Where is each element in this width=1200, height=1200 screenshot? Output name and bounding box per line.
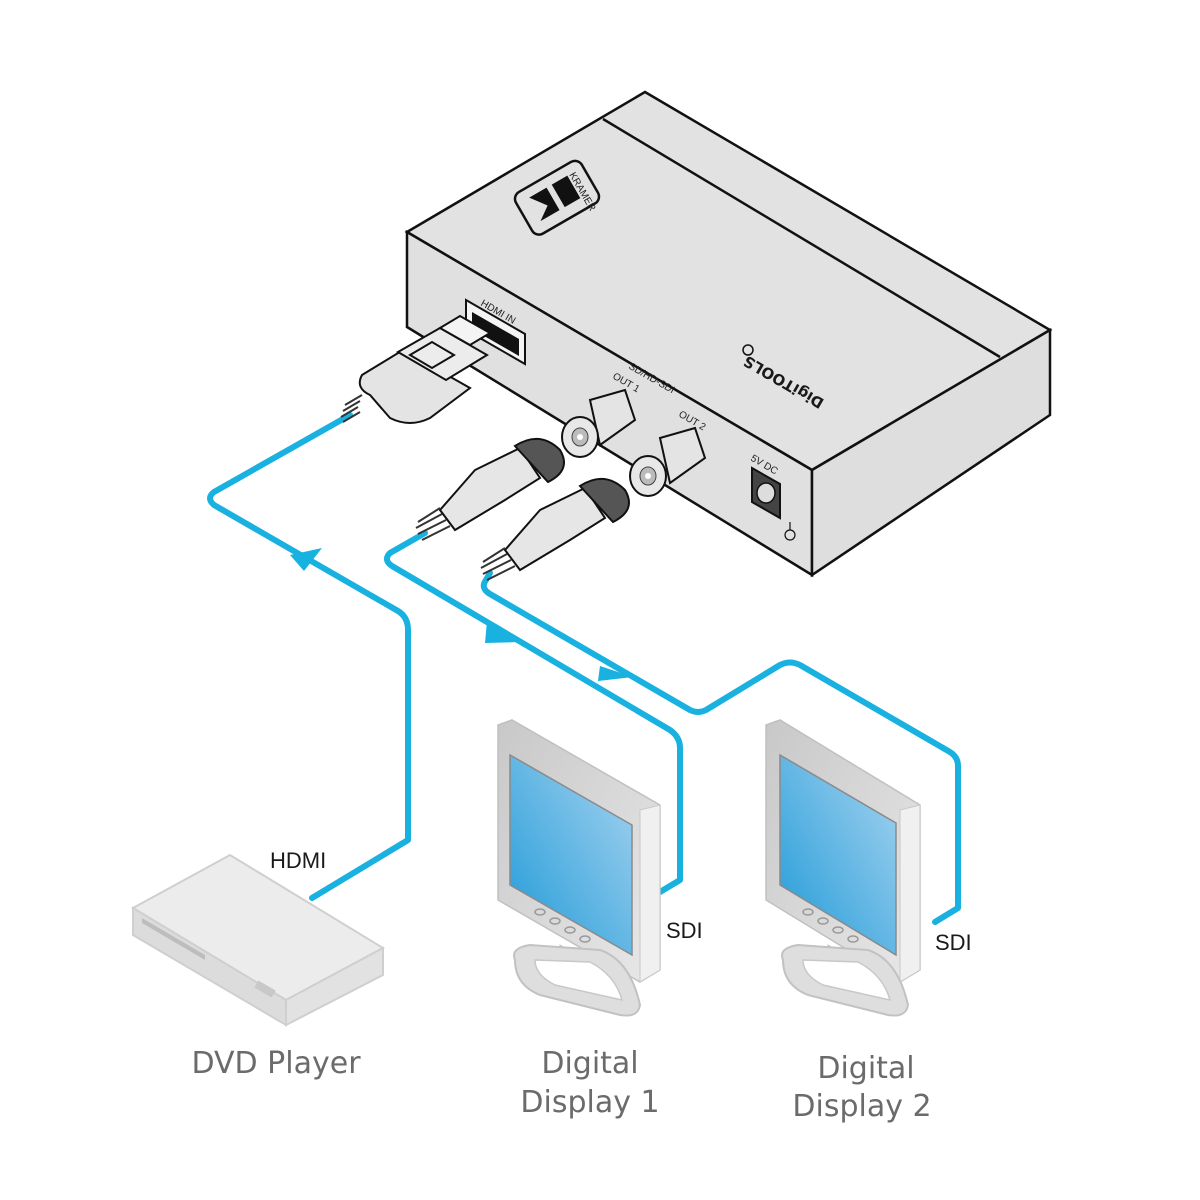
arrow-right-icon bbox=[598, 666, 633, 681]
dvd-player-label: DVD Player bbox=[191, 1046, 361, 1081]
sdi-cable-2 bbox=[480, 570, 961, 925]
display-1-label-line1: Digital bbox=[541, 1046, 638, 1081]
registered-mark-icon bbox=[742, 344, 754, 356]
hdmi-cable-label: HDMI bbox=[270, 848, 326, 873]
digital-display-2 bbox=[765, 719, 921, 1017]
display-1-screen bbox=[509, 753, 633, 957]
display-2-label-line1: Digital bbox=[817, 1051, 914, 1086]
power-jack bbox=[751, 466, 781, 520]
device-side bbox=[810, 327, 1052, 578]
polarity-icon bbox=[784, 522, 796, 541]
display-2-buttons bbox=[802, 908, 859, 943]
digitools-device: KRAMER DigiTOOLS HDMI IN SD/HD-SDI OUT 1… bbox=[404, 90, 1053, 578]
cables bbox=[207, 412, 961, 925]
device-top-groove bbox=[602, 117, 1001, 359]
display-2-screen bbox=[779, 753, 897, 957]
bnc-out2-port bbox=[629, 426, 707, 497]
bnc-out1-port bbox=[561, 388, 637, 458]
disc-tray bbox=[142, 918, 205, 960]
dvd-player bbox=[130, 853, 386, 1027]
bnc-plug-1 bbox=[415, 438, 565, 541]
hdmi-cable bbox=[207, 412, 411, 901]
display-1-cable-label: SDI bbox=[666, 918, 703, 943]
arrow-up-icon bbox=[290, 548, 322, 571]
display-2-label-line2: Display 2 bbox=[792, 1089, 931, 1124]
display-1-buttons bbox=[534, 908, 591, 943]
dvd-display bbox=[254, 980, 276, 998]
hdmi-plug bbox=[340, 314, 492, 424]
display-1-label-line2: Display 1 bbox=[520, 1085, 659, 1120]
sdi-cable-1 bbox=[384, 530, 683, 895]
digital-display-1 bbox=[497, 719, 661, 1017]
bnc-plug-2 bbox=[480, 478, 630, 581]
arrow-right-icon bbox=[485, 621, 520, 643]
display-2-cable-label: SDI bbox=[935, 930, 972, 955]
